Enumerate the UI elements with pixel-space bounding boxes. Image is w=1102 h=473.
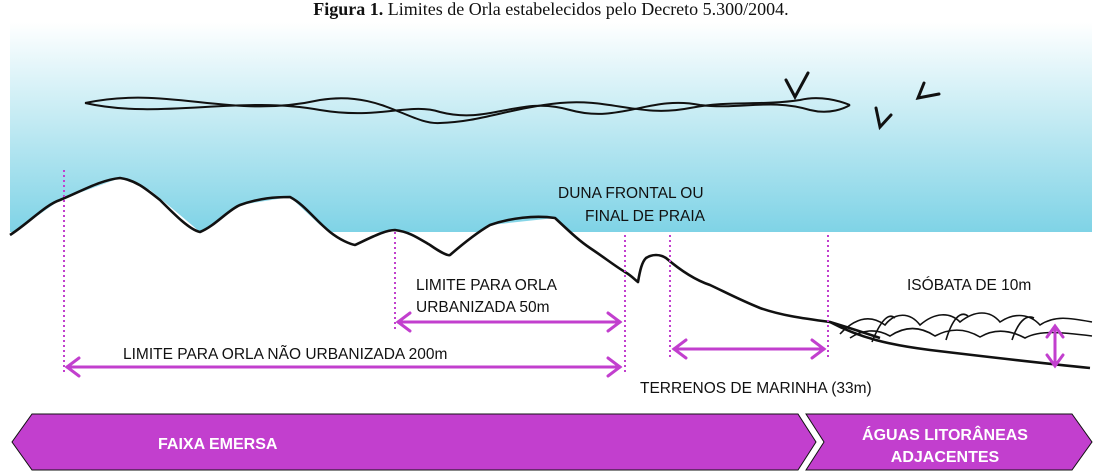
band-faixa-emersa: FAIXA EMERSA [11, 413, 817, 471]
arrow-nao-urbanizada-200m [64, 356, 623, 378]
arrow-isobata [1045, 323, 1065, 369]
cloud-strands [84, 96, 851, 125]
birds [784, 71, 941, 131]
terrain-profile [9, 176, 881, 340]
label-urbanizada-line1: LIMITE PARA ORLA [416, 277, 558, 294]
figure-caption: Figura 1. Limites de Orla estabelecidos … [0, 0, 1102, 20]
ground-fill [10, 178, 1092, 400]
label-duna-line1: DUNA FRONTAL OU [558, 185, 704, 202]
caption-label: Figura 1. [313, 0, 384, 19]
dotted-guides [63, 170, 829, 375]
label-urbanizada-line2: URBANIZADA 50m [416, 299, 550, 316]
arrow-urbanizada-50m [395, 311, 623, 333]
label-isobata: ISÓBATA DE 10m [907, 277, 1031, 294]
band-aguas-line1: ÁGUAS LITORÂNEAS [862, 425, 1028, 444]
label-terrenos-marinha: TERRENOS DE MARINHA (33m) [640, 380, 872, 397]
label-nao-urbanizada: LIMITE PARA ORLA NÃO URBANIZADA 200m [123, 346, 447, 363]
band-aguas-line2: ADJACENTES [891, 449, 1000, 466]
band-faixa-emersa-label: FAIXA EMERSA [158, 436, 278, 453]
measure-arrows [64, 311, 1065, 378]
label-duna-line2: FINAL DE PRAIA [585, 208, 706, 225]
sea-floor-line [829, 320, 1091, 370]
band-aguas-litoraneas: ÁGUAS LITORÂNEAS ADJACENTES [805, 413, 1093, 471]
sea-waves [839, 312, 1093, 343]
caption-text: Limites de Orla estabelecidos pelo Decre… [387, 0, 789, 19]
arrow-terrenos-marinha [671, 338, 827, 360]
sky-background [10, 22, 1092, 232]
